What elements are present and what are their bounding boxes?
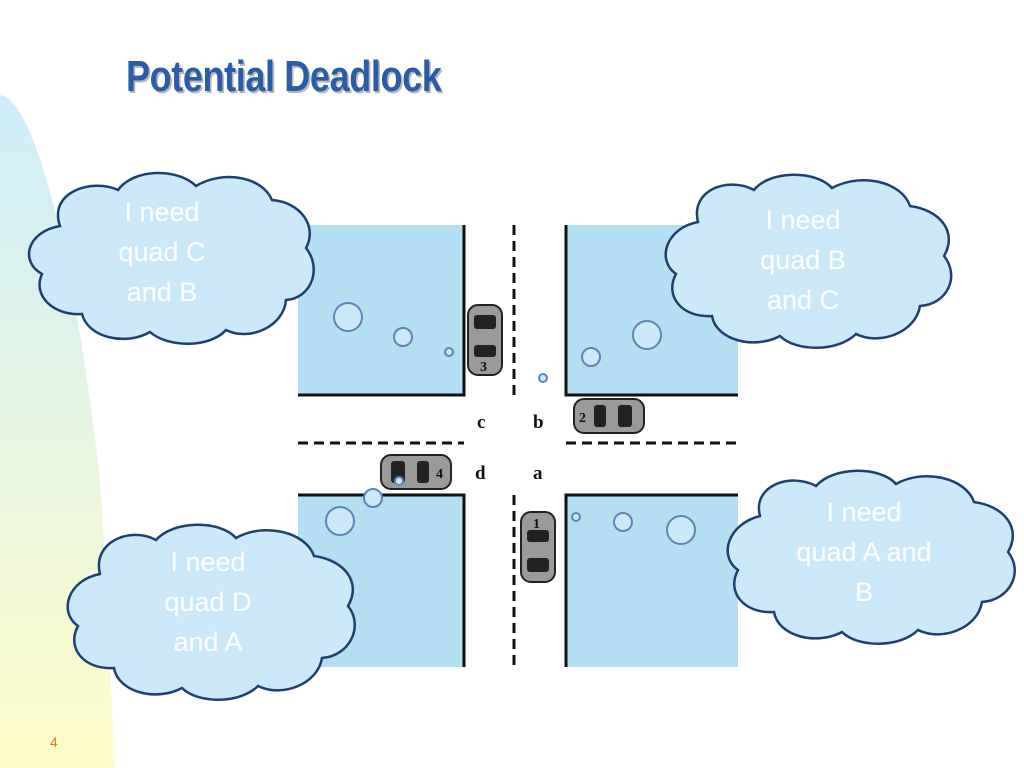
car-2: 2 [573, 398, 645, 434]
block-top-left [298, 225, 464, 395]
car-4-number: 4 [436, 467, 443, 482]
car-4: 4 [380, 454, 452, 490]
car-3: 3 [467, 304, 503, 376]
car-1: 1 [520, 511, 556, 583]
thought-text-car3: I need quad C and B [118, 197, 206, 307]
thought-text-car2: I need quad B and C [760, 205, 846, 315]
car-2-number: 2 [579, 411, 586, 426]
curbs [298, 225, 738, 667]
thought-cloud-car1 [726, 469, 1016, 645]
thought-cloud-car3 [27, 171, 315, 345]
quadrant-label-c: c [477, 412, 485, 433]
car-3-number: 3 [480, 360, 487, 375]
thought-cloud-car4 [66, 523, 356, 701]
quadrant-label-b: b [533, 412, 544, 433]
slide-number: 4 [50, 734, 58, 750]
quadrant-label-a: a [533, 463, 543, 484]
slide-title: Potential Deadlock [126, 52, 442, 101]
car-1-number: 1 [533, 517, 540, 532]
block-bottom-right [566, 495, 738, 667]
thought-text-car1: I need quad A and B [796, 497, 932, 607]
thought-trails [325, 302, 696, 545]
lane-dividers [298, 225, 738, 667]
thought-cloud-car2 [664, 173, 953, 349]
quadrant-label-d: d [475, 463, 486, 484]
thought-text-car4: I need quad D and A [164, 547, 252, 657]
city-blocks [298, 225, 738, 667]
